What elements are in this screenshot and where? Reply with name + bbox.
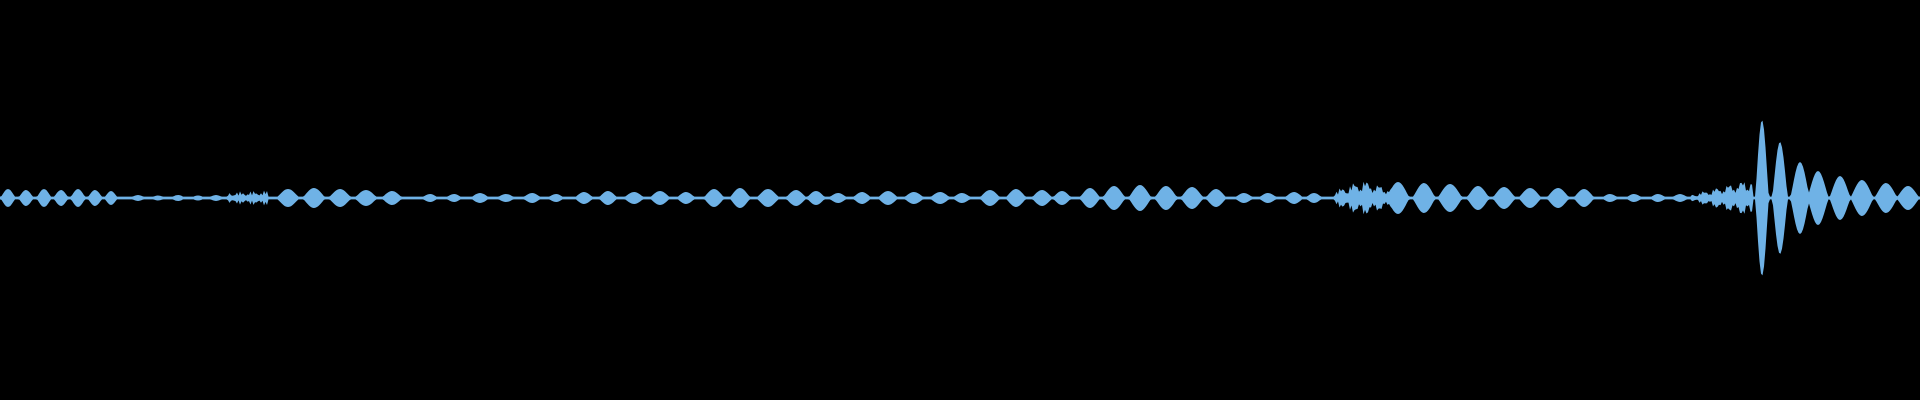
waveform-shape [0,120,1920,276]
